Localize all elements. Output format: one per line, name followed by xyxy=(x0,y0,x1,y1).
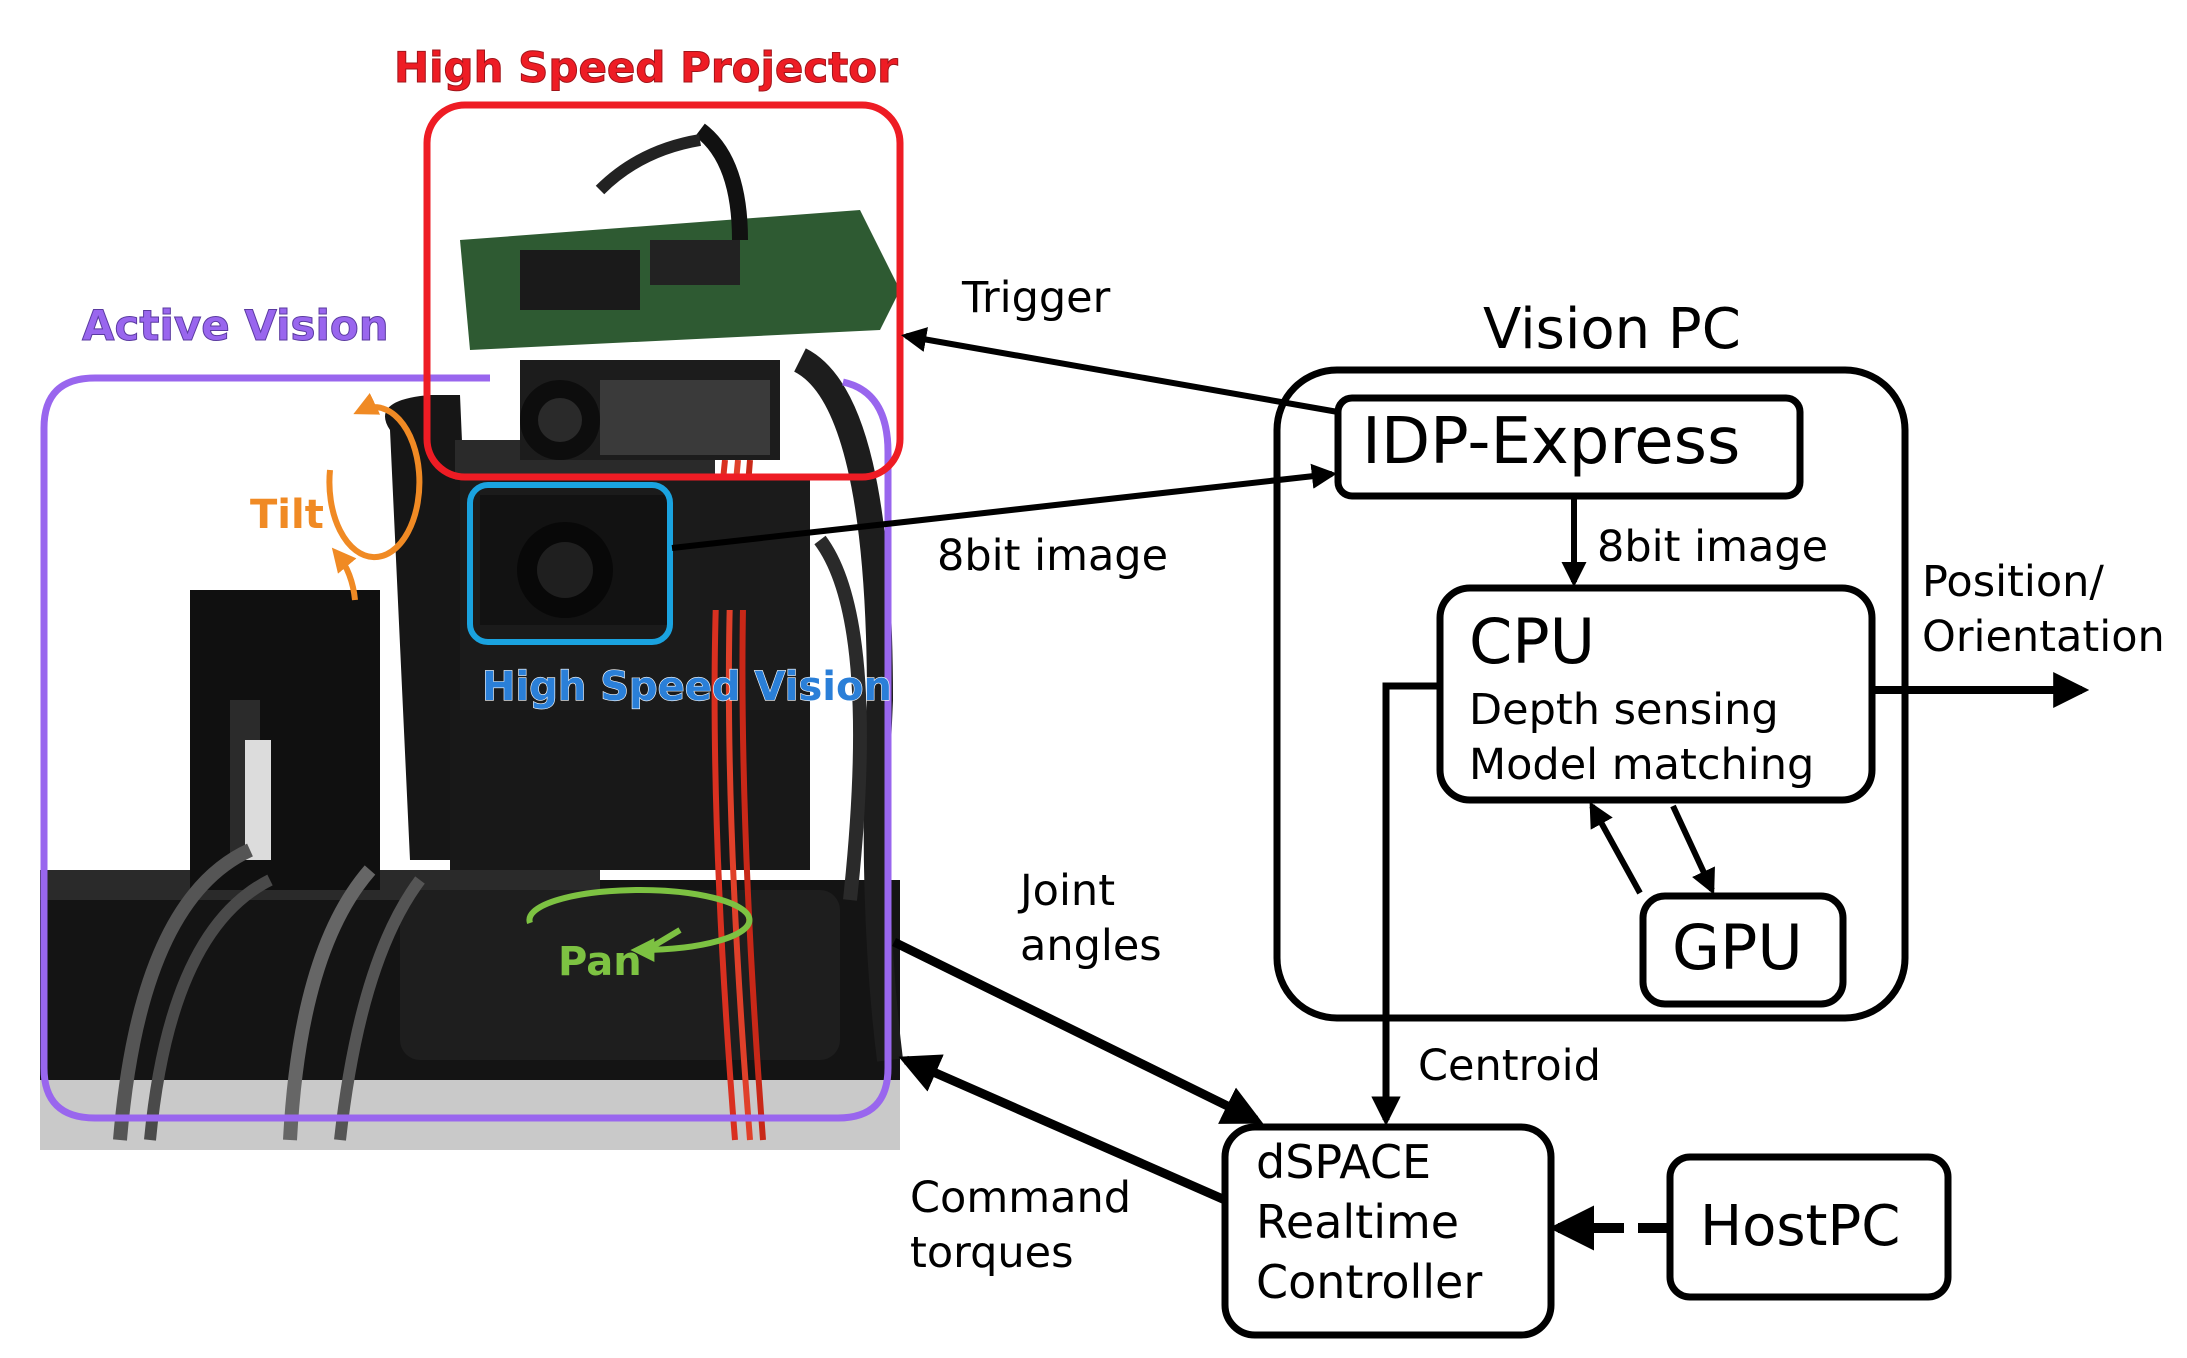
high-speed-vision-label: High Speed Vision xyxy=(482,664,892,710)
trigger-arrow xyxy=(901,327,1339,415)
position-label: Position/ xyxy=(1922,557,2104,607)
command-label-2: torques xyxy=(910,1228,1074,1278)
joint-angles-arrow xyxy=(892,937,1264,1125)
active-vision-label: Active Vision xyxy=(82,301,389,350)
joint-label-2: angles xyxy=(1020,921,1162,971)
projector-frame xyxy=(423,101,904,481)
image-arrow xyxy=(671,463,1338,551)
idp-express-label: IDP-Express xyxy=(1362,405,1740,479)
camera-frame xyxy=(467,482,673,645)
cpu-box xyxy=(1436,584,1876,804)
pan-label: Pan xyxy=(558,939,642,985)
cpu-label: CPU xyxy=(1469,605,1595,678)
dspace-label-1: dSPACE xyxy=(1256,1135,1431,1189)
projector-label: High Speed Projector xyxy=(394,43,898,92)
command-torques-arrow xyxy=(898,1054,1227,1205)
idp-express-box xyxy=(1334,394,1804,500)
pan-indicator: Pan xyxy=(526,887,753,985)
tilt-indicator: Tilt xyxy=(250,392,423,601)
centroid-arrow xyxy=(1371,682,1440,1126)
dspace-label-3: Controller xyxy=(1256,1255,1482,1309)
hostpc-box xyxy=(1666,1153,1952,1301)
orientation-label: Orientation xyxy=(1922,612,2165,662)
robot-photo xyxy=(40,123,903,1150)
cpu-depth-sensing: Depth sensing xyxy=(1469,685,1779,735)
tilt-label: Tilt xyxy=(250,492,324,538)
image-label-internal: 8bit image xyxy=(1597,522,1828,572)
trigger-label: Trigger xyxy=(961,273,1111,323)
gpu-box xyxy=(1639,892,1847,1008)
tilt-motor xyxy=(190,590,380,890)
pan-unit xyxy=(450,700,810,870)
cpu-to-gpu-arrow xyxy=(1670,804,1715,895)
cpu-model-matching: Model matching xyxy=(1469,740,1814,790)
gpu-to-cpu-arrow xyxy=(1589,801,1643,895)
hostpc-label: HostPC xyxy=(1700,1194,1900,1259)
active-vision-frame xyxy=(40,374,892,1122)
image-label-external: 8bit image xyxy=(937,531,1168,581)
command-label-1: Command xyxy=(910,1173,1131,1223)
joint-label-1: Joint xyxy=(1017,866,1115,916)
dspace-label-2: Realtime xyxy=(1256,1195,1459,1249)
gpu-label: GPU xyxy=(1672,911,1803,984)
vision-pc-label: Vision PC xyxy=(1483,297,1741,362)
centroid-label: Centroid xyxy=(1418,1041,1601,1091)
